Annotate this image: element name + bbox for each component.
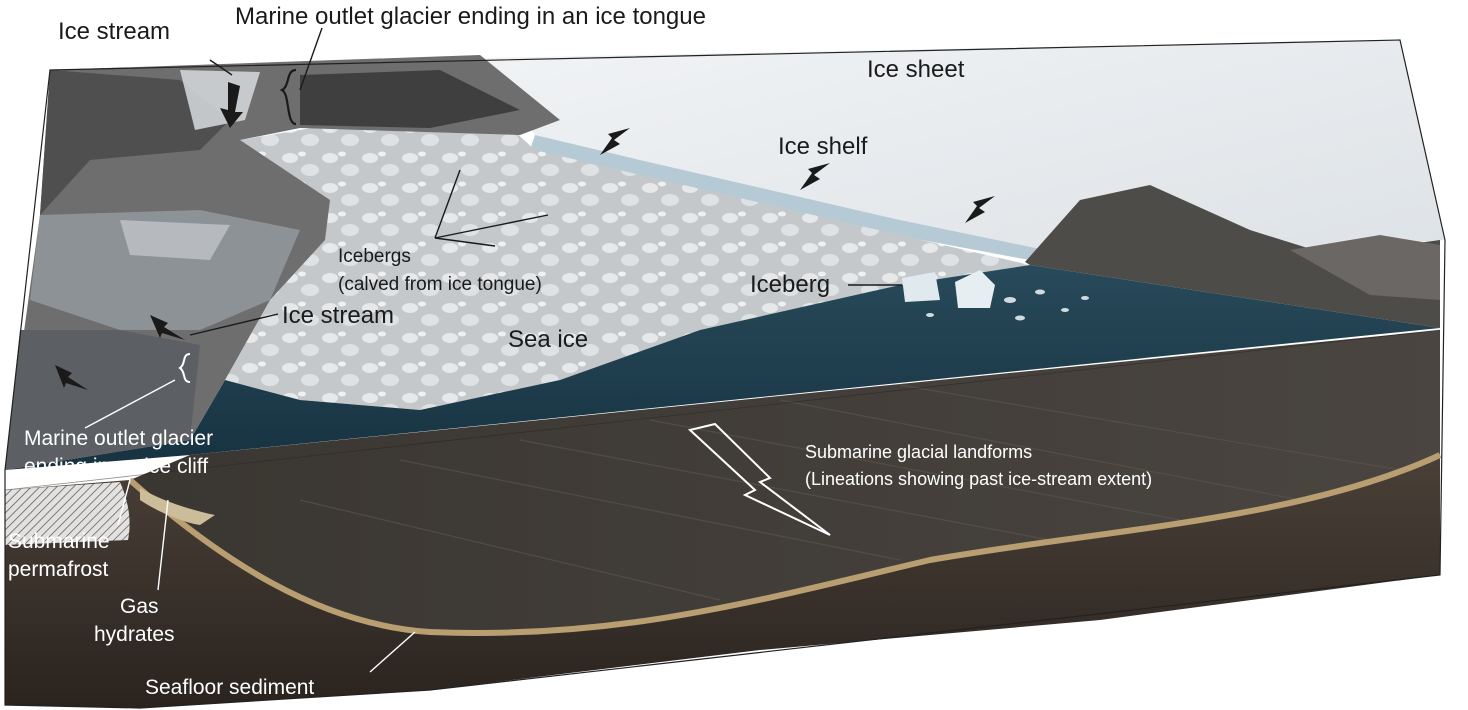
left-mountains xyxy=(5,55,560,470)
label-icebergs-2: (calved from ice tongue) xyxy=(338,274,542,295)
seafloor-sediment-band xyxy=(128,452,1442,637)
arrow-ice-shelf-1 xyxy=(600,128,630,155)
flow-arrows xyxy=(55,82,995,390)
iceberg-right xyxy=(955,270,995,308)
label-hydrates-1: Gas xyxy=(120,595,159,618)
lineation-direction-arrow xyxy=(687,422,831,536)
seafloor-front-face xyxy=(5,455,1440,708)
label-hydrates-2: hydrates xyxy=(94,623,175,646)
label-outlet-cliff-2: ending in an ice cliff xyxy=(24,455,208,478)
label-icebergs-1: Icebergs xyxy=(338,246,411,267)
label-ice-shelf: Ice shelf xyxy=(778,133,868,160)
right-mountains xyxy=(1025,185,1440,328)
label-permafrost-2: permafrost xyxy=(8,558,109,581)
block-outline xyxy=(4,39,1446,709)
arrow-ice-shelf-2 xyxy=(800,163,830,190)
label-ice-stream-mid: Ice stream xyxy=(282,302,394,329)
arrow-ice-stream-top xyxy=(220,82,243,128)
leader-lines-white xyxy=(84,353,416,673)
icebergs xyxy=(902,270,1089,321)
label-permafrost-1: Submarine xyxy=(8,530,110,553)
label-outlet-cliff-1: Marine outlet glacier xyxy=(24,427,213,450)
gas-hydrates xyxy=(140,488,215,525)
label-ice-sheet: Ice sheet xyxy=(867,56,965,83)
label-seafloor-sediment: Seafloor sediment xyxy=(145,676,314,699)
open-water xyxy=(5,265,1440,470)
arrow-ice-stream-low xyxy=(55,365,88,390)
block-cross-section xyxy=(5,330,1442,708)
label-iceberg: Iceberg xyxy=(750,271,830,298)
label-sea-ice: Sea ice xyxy=(508,326,588,353)
submarine-permafrost xyxy=(5,482,130,545)
leader-lines xyxy=(189,27,902,336)
ice-shelf-front xyxy=(530,135,1045,262)
iceberg-left xyxy=(902,272,940,302)
seafloor-lineations xyxy=(299,384,1401,601)
submerged-seafloor xyxy=(130,330,1440,634)
label-landforms-2: (Lineations showing past ice-stream exte… xyxy=(805,469,1152,489)
arrow-ice-shelf-3 xyxy=(965,196,995,223)
sea-ice-surface xyxy=(225,100,1030,410)
label-ice-stream-top: Ice stream xyxy=(58,18,170,45)
labels: Ice stream Marine outlet glacier ending … xyxy=(8,3,1152,699)
front-top-edge xyxy=(4,329,1441,491)
label-outlet-tongue: Marine outlet glacier ending in an ice t… xyxy=(235,3,706,30)
arrow-ice-stream-mid xyxy=(150,315,185,340)
label-landforms-1: Submarine glacial landforms xyxy=(805,442,1032,462)
